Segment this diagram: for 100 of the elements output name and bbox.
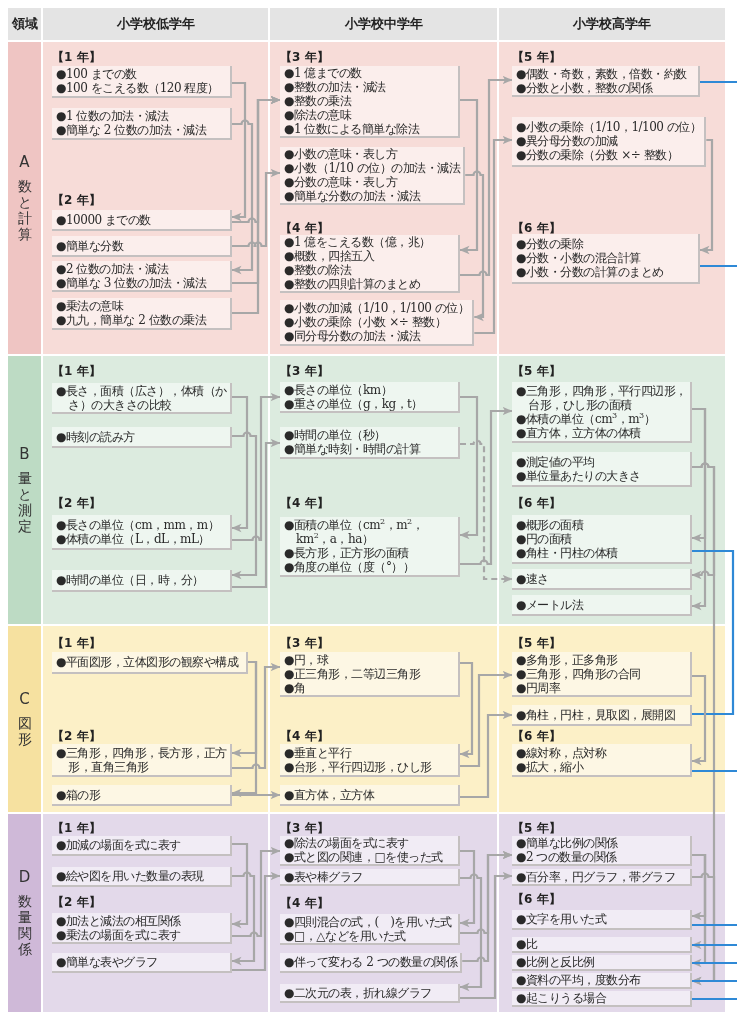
list-item: ●資料の平均，度数分布 bbox=[516, 973, 642, 987]
topic-box bbox=[280, 382, 460, 413]
list-item: ●簡単な 2 位数の加法・減法 bbox=[56, 123, 208, 137]
topic-box bbox=[280, 869, 460, 886]
list-item: ●1 億までの数 bbox=[284, 66, 363, 80]
topic-box bbox=[512, 973, 692, 989]
topic-box bbox=[280, 984, 460, 1003]
list-item: ●角柱・円柱の体積 bbox=[516, 545, 619, 560]
list-item: ●円の面積 bbox=[516, 531, 573, 546]
topic-box bbox=[52, 66, 232, 98]
grade-label: 【2 年】 bbox=[52, 496, 101, 510]
topic-box bbox=[512, 652, 692, 697]
topic-box bbox=[512, 595, 692, 616]
grade-label: 【2 年】 bbox=[52, 729, 101, 743]
topic-box bbox=[52, 515, 232, 550]
list-item: ●三角形，四角形，平行四辺形，台形，ひし形の面積 bbox=[516, 383, 687, 412]
list-item: ●重さの単位（g，kg，t） bbox=[284, 396, 424, 411]
arrow bbox=[460, 710, 513, 799]
connector-line bbox=[692, 961, 737, 965]
topic-box bbox=[280, 66, 460, 138]
list-item: ●長方形，正方形の面積 bbox=[284, 546, 410, 560]
arrow bbox=[459, 661, 474, 759]
list-item: ●偶数・奇数，素数，倍数・約数 bbox=[516, 66, 688, 81]
topic-box bbox=[280, 652, 460, 697]
topic-box bbox=[52, 785, 232, 806]
topic-box bbox=[512, 991, 692, 1007]
list-item: ●比例と反比例 bbox=[516, 955, 596, 969]
topic-box bbox=[52, 210, 232, 231]
list-item: ●分数の意味・表し方 bbox=[284, 175, 399, 189]
list-item: ●簡単な時刻・時間の計算 bbox=[284, 442, 422, 456]
arrow bbox=[691, 872, 716, 986]
list-item: ●速さ bbox=[516, 571, 550, 586]
grade-label: 【1 年】 bbox=[52, 636, 101, 650]
list-item: ●加減の場面を式に表す bbox=[56, 838, 182, 852]
list-item: ●小数の乗除（小数 ×÷ 整数） bbox=[284, 315, 448, 329]
topic-box bbox=[52, 652, 248, 674]
grade-label: 【6 年】 bbox=[512, 221, 561, 235]
list-item: ●角 bbox=[284, 680, 307, 695]
grade-label: 【6 年】 bbox=[512, 729, 561, 743]
grade-label: 【4 年】 bbox=[280, 221, 329, 235]
grade-label: 【3 年】 bbox=[280, 821, 329, 835]
header-cell: 領域 bbox=[8, 8, 41, 40]
topic-box bbox=[280, 785, 460, 806]
list-item: ●起こりうる場合 bbox=[516, 991, 608, 1005]
list-item: ●垂直と平行 bbox=[284, 745, 353, 760]
connector-line bbox=[692, 549, 735, 716]
list-item: ●伴って変わる 2 つの数量の関係 bbox=[284, 955, 458, 969]
list-item: ●□，△などを用いた式 bbox=[284, 928, 407, 943]
grade-label: 【5 年】 bbox=[512, 50, 561, 64]
arrow bbox=[460, 871, 513, 1000]
list-item: ●絵や図を用いた数量の表現 bbox=[56, 869, 205, 883]
list-item: ●除法の場面を式に表す bbox=[284, 836, 410, 850]
topic-box bbox=[512, 937, 692, 953]
list-item: ●長さの単位（km） bbox=[284, 382, 394, 397]
list-item: ●三角形，四角形，長方形，正方形，直角三角形 bbox=[56, 745, 227, 774]
list-item: ●三角形，四角形の合同 bbox=[516, 666, 642, 681]
grade-label: 【3 年】 bbox=[280, 50, 329, 64]
list-item: ●簡単な表やグラフ bbox=[56, 955, 159, 969]
list-item: ●表や棒グラフ bbox=[284, 869, 364, 884]
list-item: ●乗法の意味 bbox=[56, 299, 125, 313]
topic-box bbox=[52, 298, 232, 330]
list-item: ●正三角形，二等辺三角形 bbox=[284, 666, 422, 681]
list-item: ●小数の加減（1/10，1/100 の位） bbox=[284, 301, 470, 315]
topic-box bbox=[280, 147, 466, 205]
domain-letter: C bbox=[19, 691, 30, 707]
connector-line bbox=[692, 979, 737, 983]
grade-label: 【1 年】 bbox=[52, 50, 101, 64]
list-item: ●異分母分数の加減 bbox=[516, 134, 619, 148]
header-cell: 小学校高学年 bbox=[499, 8, 725, 40]
list-item: ●単位量あたりの大きさ bbox=[516, 468, 642, 483]
list-item: ●乗法の場面を式に表す bbox=[56, 927, 182, 942]
topic-box bbox=[512, 452, 692, 487]
topic-box bbox=[52, 570, 232, 592]
topic-box bbox=[52, 836, 232, 856]
list-item: ●式と図の関連，□を使った式 bbox=[284, 850, 444, 864]
header-cell: 小学校中学年 bbox=[270, 8, 497, 40]
topic-box bbox=[512, 744, 692, 777]
list-item: ●メートル法 bbox=[516, 597, 585, 612]
domain-letter: B bbox=[19, 446, 30, 462]
connector-line bbox=[700, 80, 737, 84]
arrow bbox=[232, 871, 281, 972]
arrow bbox=[460, 75, 513, 277]
topic-box bbox=[280, 235, 460, 293]
domain-name: 数と計算 bbox=[17, 178, 32, 242]
list-item: ●10000 までの数 bbox=[56, 212, 152, 227]
domain-band bbox=[8, 42, 725, 354]
list-item: ●100 をこえる数（120 程度） bbox=[56, 81, 220, 95]
list-item: ●拡大，縮小 bbox=[516, 759, 585, 774]
arrow bbox=[231, 871, 256, 966]
list-item: ●1 位数による簡単な除法 bbox=[284, 122, 421, 136]
list-item: ●整数の加法・減法 bbox=[284, 80, 387, 94]
list-item: ●平面図形，立体図形の観察や構成 bbox=[56, 655, 240, 669]
grade-label: 【6 年】 bbox=[512, 496, 561, 510]
topic-box bbox=[512, 117, 707, 167]
list-item: ●直方体，立方体の体積 bbox=[516, 425, 642, 440]
list-item: ●100 までの数 bbox=[56, 67, 138, 81]
connector-line bbox=[692, 769, 737, 773]
header-cell: 小学校低学年 bbox=[43, 8, 268, 40]
topic-box bbox=[52, 427, 232, 448]
list-item: ●小数（1/10 の位）の加法・減法 bbox=[284, 161, 461, 175]
